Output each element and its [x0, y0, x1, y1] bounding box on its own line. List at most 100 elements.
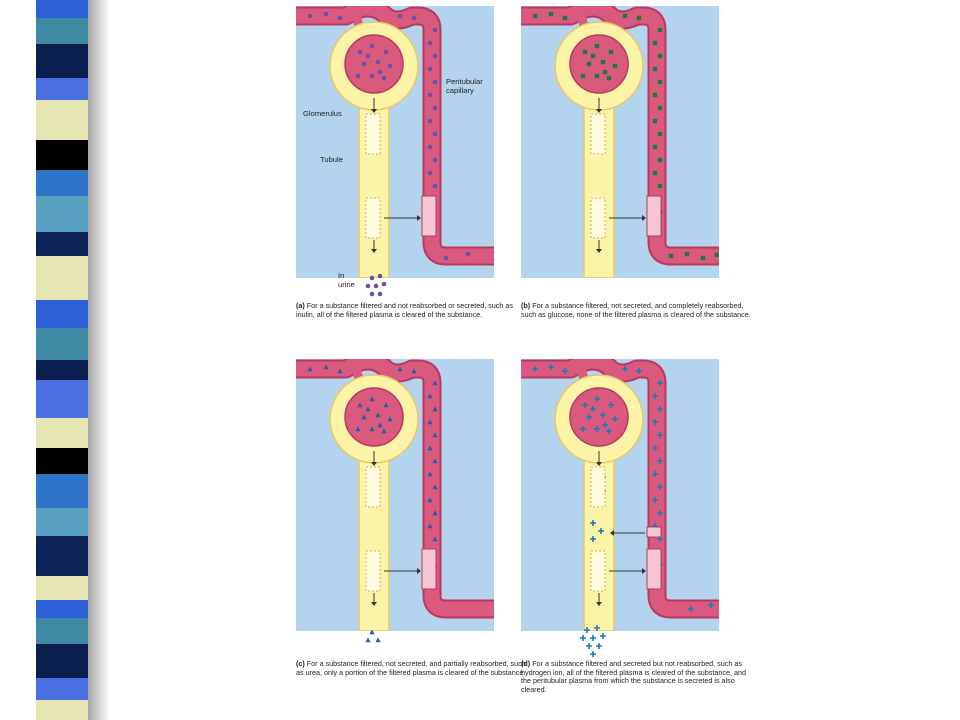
- plus-marker: [600, 412, 606, 418]
- peritubular-capillary: [521, 359, 719, 617]
- arrow-head: [596, 462, 602, 466]
- square-marker: [532, 13, 538, 19]
- panel-b-diagram: [521, 6, 719, 278]
- square-marker: [562, 15, 568, 21]
- triangle-marker: [369, 396, 375, 402]
- caption-d: (d) For a substance filtered and secrete…: [521, 659, 751, 694]
- plus-marker: [562, 368, 568, 374]
- lower-filtrate-box: [590, 550, 606, 592]
- arrow-head: [610, 530, 614, 536]
- circle-marker: [377, 69, 383, 75]
- plus-marker: [590, 536, 596, 542]
- stripe: [36, 328, 88, 360]
- triangle-marker: [427, 471, 433, 477]
- stripe: [36, 700, 88, 720]
- caption-c-text: For a substance filtered, not secreted, …: [296, 659, 526, 677]
- square-marker: [657, 27, 663, 33]
- triangle-marker: [369, 629, 375, 635]
- square-marker: [602, 69, 608, 75]
- triangle-marker: [427, 523, 433, 529]
- circle-marker: [432, 183, 438, 189]
- plus-marker: [602, 422, 608, 428]
- panel-c-diagram: [296, 359, 494, 631]
- square-marker: [608, 49, 614, 55]
- plus-marker: [532, 366, 538, 372]
- arrow-head: [596, 249, 602, 253]
- caption-d-tag: (d): [521, 659, 531, 668]
- urine-particles: [580, 625, 606, 657]
- plus-marker: [580, 426, 586, 432]
- circle-marker: [373, 283, 379, 289]
- stripe: [36, 474, 88, 508]
- peritubular-capillary: [296, 359, 494, 617]
- particles: [532, 364, 714, 612]
- circle-marker: [369, 43, 375, 49]
- triangle-marker: [365, 406, 371, 412]
- caption-b: (b) For a substance filtered, not secret…: [521, 301, 751, 319]
- square-marker: [612, 63, 618, 69]
- capillary-box: [646, 195, 662, 237]
- circle-marker: [432, 105, 438, 111]
- triangle-marker: [307, 366, 313, 372]
- peritubular-capillary: [521, 6, 719, 264]
- capillary-box: [421, 195, 437, 237]
- circle-marker: [427, 66, 433, 72]
- decorative-stripe-bar: [36, 0, 88, 720]
- urine-particles: [365, 273, 387, 297]
- stripe: [36, 18, 88, 44]
- square-marker: [590, 53, 596, 59]
- arrow-head: [371, 249, 377, 253]
- secretion-box: [646, 526, 662, 538]
- plus-marker: [586, 414, 592, 420]
- triangle-marker: [427, 497, 433, 503]
- filtrate-box: [365, 113, 381, 155]
- square-marker: [652, 118, 658, 124]
- caption-c: (c) For a substance filtered, not secret…: [296, 659, 526, 677]
- triangle-marker: [432, 458, 438, 464]
- plus-marker: [594, 426, 600, 432]
- circle-marker: [427, 92, 433, 98]
- arrow-head: [417, 215, 421, 221]
- stripe-shadow: [88, 0, 110, 720]
- caption-a-text: For a substance filtered and not reabsor…: [296, 301, 513, 319]
- stripe: [36, 140, 88, 170]
- circle-marker: [381, 75, 387, 81]
- square-marker: [668, 253, 674, 259]
- circle-marker: [427, 144, 433, 150]
- triangle-marker: [381, 428, 387, 434]
- label-in-urine: In urine: [338, 271, 355, 289]
- arrow-head: [371, 109, 377, 113]
- plus-marker: [652, 419, 658, 425]
- glomerulus: [569, 34, 629, 94]
- square-marker: [657, 157, 663, 163]
- square-marker: [652, 66, 658, 72]
- circle-marker: [411, 15, 417, 21]
- triangle-marker: [357, 402, 363, 408]
- square-marker: [657, 79, 663, 85]
- arrow-head: [596, 109, 602, 113]
- plus-marker: [594, 625, 600, 631]
- triangle-marker: [365, 637, 371, 643]
- label-peritubular-capillary: Peritubular capillary: [446, 77, 483, 95]
- stripe: [36, 256, 88, 300]
- circle-marker: [432, 79, 438, 85]
- circle-marker: [365, 283, 371, 289]
- stripe: [36, 232, 88, 256]
- arrow-head: [642, 568, 646, 574]
- triangle-marker: [432, 510, 438, 516]
- plus-marker: [688, 606, 694, 612]
- plus-marker: [652, 445, 658, 451]
- circle-marker: [427, 170, 433, 176]
- circle-marker: [323, 11, 329, 17]
- circle-marker: [355, 73, 361, 79]
- circle-marker: [337, 15, 343, 21]
- triangle-marker: [432, 380, 438, 386]
- triangle-marker: [411, 368, 417, 374]
- square-marker: [700, 255, 706, 261]
- plus-marker: [590, 406, 596, 412]
- stripe: [36, 448, 88, 474]
- plus-marker: [590, 635, 596, 641]
- square-marker: [652, 92, 658, 98]
- stripe: [36, 170, 88, 196]
- capillary-box: [646, 548, 662, 590]
